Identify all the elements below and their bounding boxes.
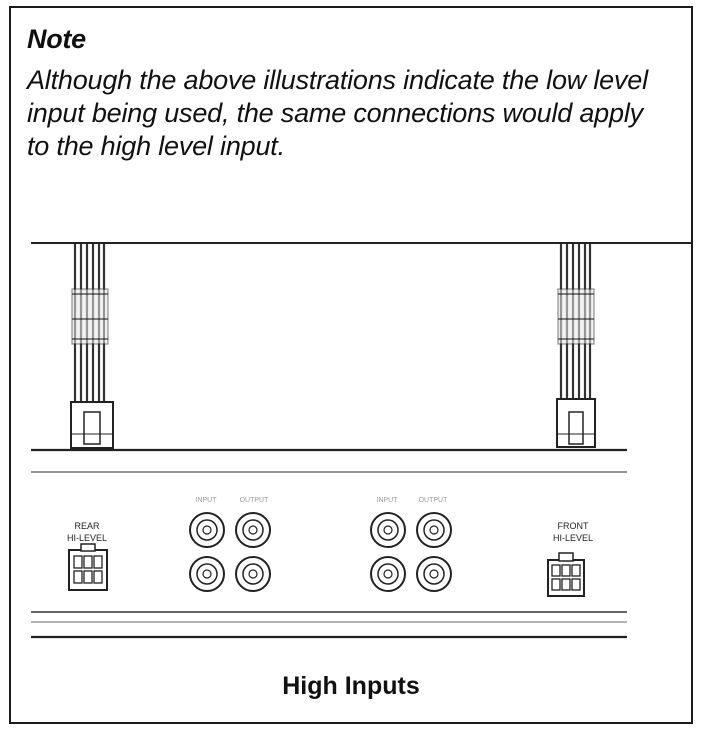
rear-label-line1: REAR <box>74 521 100 531</box>
front-hi-level-socket <box>547 552 585 597</box>
diagram-caption: High Inputs <box>282 672 420 700</box>
rca-left-input-label: INPUT <box>196 497 218 504</box>
front-label-line1: FRONT <box>558 521 589 531</box>
rca-right-output-label: OUTPUT <box>419 497 449 504</box>
rear-wire-harness <box>71 244 109 404</box>
note-title: Note <box>27 24 86 54</box>
high-inputs-diagram: REAR HI-LEVEL INPUT OUTPUT <box>31 242 691 639</box>
rca-left-output-label: OUTPUT <box>240 497 270 504</box>
front-plug-connector <box>556 398 596 448</box>
note-frame: Note Although the above illustrations in… <box>9 6 693 724</box>
rca-right-group <box>370 512 452 592</box>
rca-left-group <box>189 512 271 592</box>
rear-label-line2: HI-LEVEL <box>67 533 107 543</box>
rca-right-input-label: INPUT <box>377 497 399 504</box>
rear-plug-connector <box>70 401 114 449</box>
note-body: Although the above illustrations indicat… <box>27 65 648 161</box>
front-label-line2: HI-LEVEL <box>553 533 593 543</box>
front-wire-harness <box>557 244 595 402</box>
rear-hi-level-socket <box>68 543 108 591</box>
